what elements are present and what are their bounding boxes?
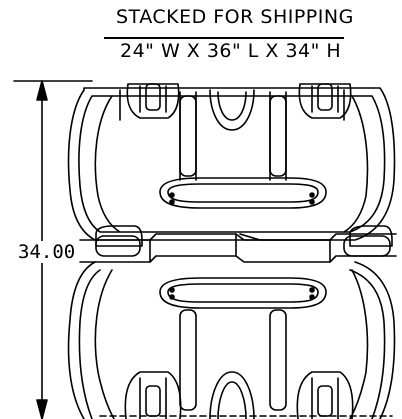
drawing-subtitle: 24" W X 36" L X 34" H: [120, 40, 342, 62]
drawing-title: STACKED FOR SHIPPING: [116, 6, 354, 28]
interlock-band: [79, 233, 397, 263]
title-underline: [104, 37, 344, 39]
lower-unit: [67, 261, 396, 419]
arrowhead-bottom: [36, 399, 48, 419]
dimension-label: 34.00: [16, 241, 78, 263]
arrowhead-top: [36, 80, 48, 101]
upper-unit: [67, 83, 396, 247]
